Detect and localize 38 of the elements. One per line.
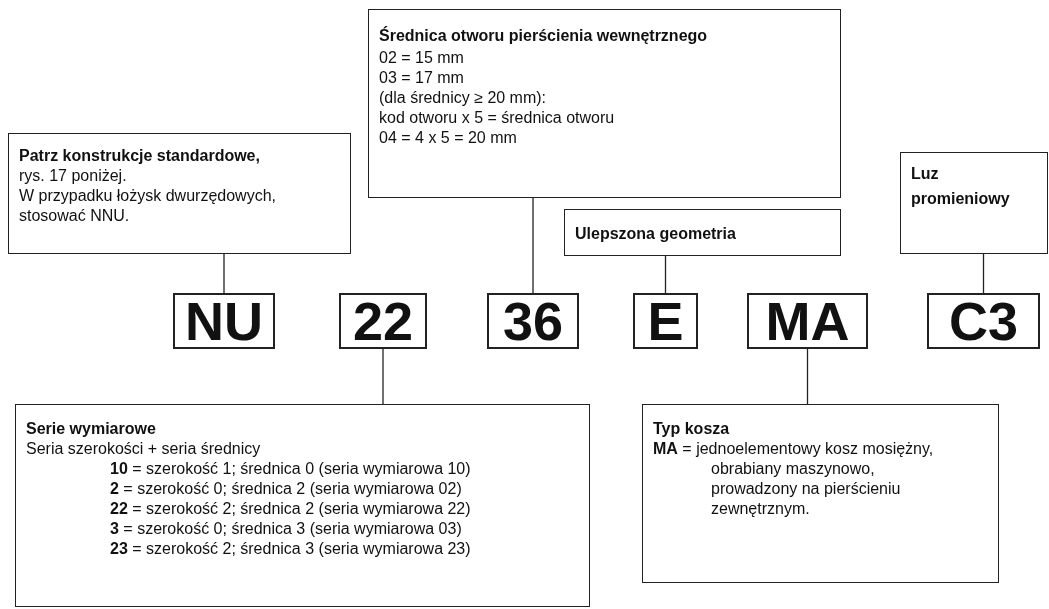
note-text: W przypadku łożysk dwurzędowych, stosować NNU. — [19, 186, 277, 226]
note-text: 02 = 15 mm — [379, 48, 465, 68]
code-box: NU — [173, 293, 275, 349]
code-definition: 3 = szerokość 0; średnica 3 (seria wymiarowa 03) — [109, 519, 463, 539]
code-box: E — [633, 293, 698, 349]
heading: Ulepszona geometria — [575, 224, 737, 244]
code-box: MA — [747, 293, 868, 349]
heading: Średnica otworu pierścienia wewnętrznego — [379, 26, 709, 46]
description-box — [368, 9, 841, 198]
connector-line — [382, 348, 384, 405]
note-text: 04 = 4 x 5 = 20 mm — [379, 128, 518, 148]
note-text: rys. 17 poniżej. — [19, 166, 128, 186]
code-box: 22 — [339, 293, 427, 349]
note-text: kod otworu x 5 = średnica otworu — [379, 108, 616, 128]
note-text: Seria szerokości + seria średnicy — [26, 439, 262, 459]
code-definition: 2 = szerokość 0; średnica 2 (seria wymiarowa 02) — [109, 479, 463, 499]
description-box — [642, 404, 999, 583]
heading: Typ kosza — [653, 419, 731, 439]
connector-line — [982, 253, 985, 294]
description-box — [900, 152, 1048, 254]
code-definition: 23 = szerokość 2; średnica 3 (seria wymiarowa 23) — [109, 539, 472, 559]
code-definition: 22 = szerokość 2; średnica 2 (seria wymiarowa 22) — [109, 499, 472, 519]
code-definition: MA = jednoelementowy kosz mosiężny, obrabiany maszynowo, prowadzony na pierścieniu zewnętrznym. — [653, 439, 935, 519]
note-text: 03 = 17 mm — [379, 68, 465, 88]
code-definition: 10 = szerokość 1; średnica 0 (seria wymiarowa 10) — [109, 459, 472, 479]
note-text: (dla średnicy ≥ 20 mm): — [379, 88, 548, 108]
code-box: C3 — [927, 293, 1040, 349]
description-box — [8, 133, 351, 254]
description-box — [15, 404, 590, 607]
heading: Luz promieniowy — [911, 164, 1011, 209]
connector-line — [806, 348, 809, 405]
code-box: 36 — [487, 293, 579, 349]
description-box — [564, 209, 841, 256]
heading: Patrz konstrukcje standardowe, — [19, 146, 261, 166]
connector-line — [223, 253, 225, 294]
heading: Serie wymiarowe — [26, 419, 157, 439]
connector-line — [532, 197, 534, 294]
connector-line — [664, 255, 667, 294]
